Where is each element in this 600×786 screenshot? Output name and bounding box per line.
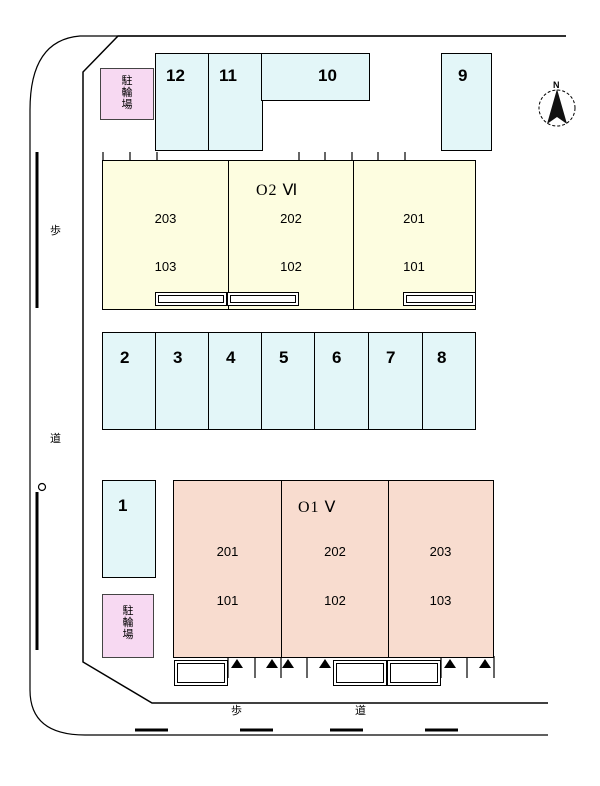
parking-lot-5[interactable]: 5 (261, 332, 316, 430)
unit-201-101[interactable]: 201 101 (174, 481, 281, 657)
parking-lot-9[interactable]: 9 (441, 53, 492, 151)
bicycle-parking-bottom: 駐 輪 場 (102, 594, 154, 658)
room-upper: 202 (280, 211, 302, 226)
lot-number: 4 (226, 348, 236, 367)
parking-lot-8[interactable]: 8 (422, 332, 476, 430)
parking-lot-7[interactable]: 7 (368, 332, 424, 430)
road-outline (29, 35, 566, 736)
parking-lot-3[interactable]: 3 (155, 332, 210, 430)
parking-lot-1[interactable]: 1 (102, 480, 156, 578)
room-upper: 201 (216, 544, 239, 559)
room-upper: 203 (429, 544, 452, 559)
entrance-ticks-bottom (227, 656, 495, 678)
lot-number: 9 (458, 66, 468, 85)
meter-box (155, 292, 227, 306)
compass-icon (538, 89, 576, 127)
site-boundary (82, 35, 566, 704)
room-upper: 201 (403, 211, 425, 226)
lot-number: 10 (318, 66, 337, 85)
parking-lot-10[interactable]: 10 (261, 53, 370, 101)
bicycle-char-1: 駐 (122, 604, 134, 617)
bicycle-char-1: 駐 (121, 74, 133, 87)
meter-box (333, 660, 387, 686)
lot-number: 8 (437, 348, 447, 367)
pole-marker (37, 482, 47, 492)
meter-box (174, 660, 228, 686)
room-lower: 101 (216, 593, 239, 608)
lot-number: 6 (332, 348, 342, 367)
sidewalk-label-left-2: 道 (50, 432, 61, 445)
unit-202-102[interactable]: 202 102 (281, 481, 388, 657)
parking-lot-11[interactable]: 11 (208, 53, 263, 151)
room-upper: 203 (154, 211, 177, 226)
unit-202-102[interactable]: 202 102 (228, 161, 353, 309)
lot-number: 3 (173, 348, 183, 367)
unit-203-103[interactable]: 203 103 (388, 481, 492, 657)
bicycle-char-2: 輪 (121, 86, 133, 99)
parking-lot-4[interactable]: 4 (208, 332, 263, 430)
meter-box (227, 292, 299, 306)
lot-number: 1 (118, 496, 128, 515)
room-lower: 102 (324, 593, 346, 608)
sidewalk-label-left-1: 歩 (50, 224, 61, 237)
room-lower: 103 (154, 259, 177, 274)
meter-box (387, 660, 441, 686)
lot-number: 7 (386, 348, 396, 367)
unit-201-101[interactable]: 201 101 (353, 161, 474, 309)
parking-lot-12[interactable]: 12 (155, 53, 210, 151)
bicycle-parking-top: 駐 輪 場 (100, 68, 154, 120)
lot-number: 11 (219, 66, 237, 85)
parking-lot-2[interactable]: 2 (102, 332, 157, 430)
compass-letter: N (553, 80, 560, 90)
building-02-name: O2 Ⅵ (256, 182, 299, 199)
building-02[interactable]: 203 103 202 102 201 101 (102, 160, 476, 310)
room-upper: 202 (324, 544, 346, 559)
sidewalk-label-bottom-2: 道 (355, 704, 366, 717)
bicycle-char-3: 場 (121, 98, 133, 111)
bicycle-char-2: 輪 (122, 616, 134, 629)
room-lower: 102 (280, 259, 302, 274)
building-01[interactable]: 201 101 202 102 203 103 (173, 480, 494, 658)
parking-lot-6[interactable]: 6 (314, 332, 370, 430)
lot-number: 5 (279, 348, 289, 367)
sidewalk-label-bottom-1: 歩 (231, 704, 242, 717)
building-01-name: O1 Ⅴ (298, 499, 337, 516)
meter-box (403, 292, 476, 306)
unit-203-103[interactable]: 203 103 (103, 161, 228, 309)
lot-number: 12 (166, 66, 185, 85)
room-lower: 101 (403, 259, 425, 274)
entrance-markers-bottom (231, 659, 491, 668)
lot-number: 2 (120, 348, 130, 367)
bicycle-char-3: 場 (122, 628, 134, 641)
room-lower: 103 (429, 593, 452, 608)
